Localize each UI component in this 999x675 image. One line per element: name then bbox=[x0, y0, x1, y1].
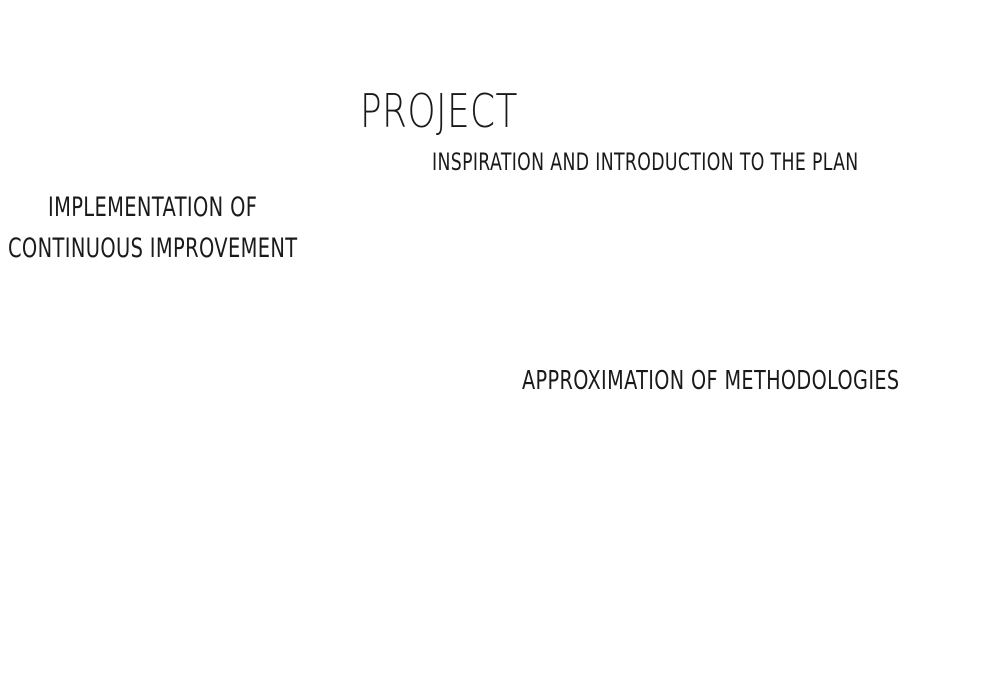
pdca-title: ARKUS bbox=[727, 401, 776, 423]
page-title: PROJECT bbox=[360, 84, 518, 138]
matrix-number: 6 bbox=[670, 496, 677, 507]
pdca-act: ACT bbox=[875, 450, 888, 459]
board-row: CO bbox=[690, 541, 699, 548]
pdca-plan: PLAN bbox=[761, 424, 780, 434]
cycle-arrow-top-icon bbox=[68, 277, 232, 347]
campfire-icon: 🔥 bbox=[536, 196, 571, 229]
pdca-do: DO bbox=[828, 438, 840, 448]
dashed-connector-bottom bbox=[228, 414, 484, 504]
pdca-check: CHECK bbox=[851, 445, 870, 453]
lightbulb-icon bbox=[653, 184, 675, 206]
thought-bubbles bbox=[517, 171, 692, 237]
matrix-number: 3 bbox=[614, 450, 622, 462]
map-icon bbox=[688, 250, 807, 332]
board-row: DLACZEGO bbox=[690, 596, 724, 603]
pdca-sheet: ARKUS P D C A PLAN DO CHECK ACT bbox=[700, 389, 906, 556]
dashed-connector-top bbox=[228, 308, 484, 392]
board-row: KTO bbox=[690, 552, 702, 559]
people-icon bbox=[528, 254, 684, 341]
left-caption-line2: CONTINUOUS IMPROVEMENT bbox=[8, 233, 298, 264]
pdca-letter-a: A bbox=[859, 416, 873, 436]
bottom-right-caption: APPROXIMATION OF METHODOLOGIES bbox=[522, 366, 900, 396]
matrix-number: 2 bbox=[667, 474, 674, 485]
matrix-number: 1 bbox=[663, 441, 674, 458]
left-caption-line1: IMPLEMENTATION OF bbox=[48, 192, 258, 223]
board-row: GDZIE bbox=[690, 563, 709, 570]
top-right-caption: INSPIRATION AND INTRODUCTION TO THE PLAN bbox=[432, 148, 859, 176]
candle-icon bbox=[599, 199, 611, 225]
board-title: TABLICA CKGKJD bbox=[667, 517, 759, 530]
orange-glow-left bbox=[33, 306, 263, 490]
ckgkjd-board: TABLICA CKGKJD CO KTO GDZIE KIEDY JAK DL… bbox=[661, 511, 823, 613]
growth-arrows-icon bbox=[80, 348, 184, 421]
matrix-title: MATRYCA SELEKCJI bbox=[555, 418, 658, 443]
pdca-letter-c: C bbox=[839, 413, 853, 433]
board-row: KIEDY bbox=[690, 574, 708, 581]
pdca-letter-d: D bbox=[819, 411, 834, 432]
board-row: JAK bbox=[689, 585, 701, 592]
orange-glow-top-right bbox=[475, 205, 805, 355]
selection-matrix: MATRYCA SELEKCJI 3 1 2 6 bbox=[522, 403, 717, 532]
cycle-arrow-bottom-icon bbox=[60, 448, 222, 513]
orange-glow-bottom-right bbox=[480, 435, 840, 605]
pdca-letter-p: P bbox=[800, 408, 813, 428]
